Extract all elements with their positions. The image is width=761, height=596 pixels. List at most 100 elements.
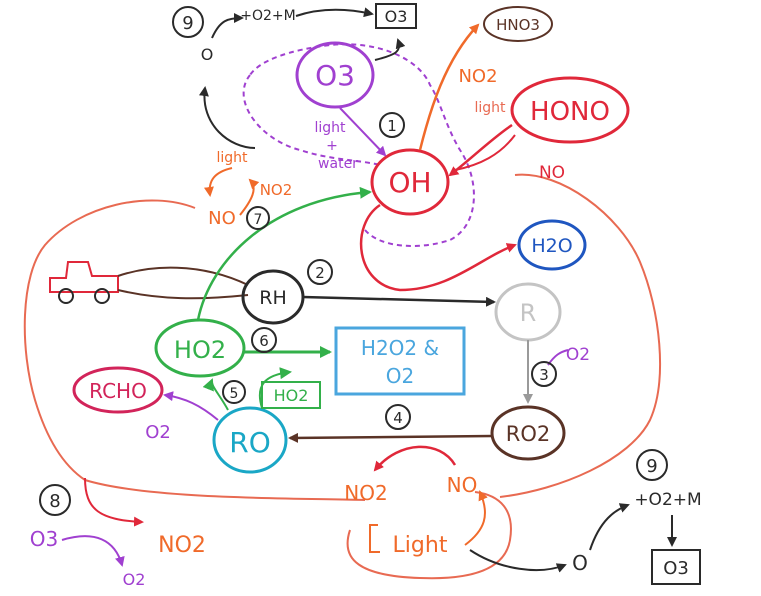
exhaust-line-2 bbox=[117, 289, 249, 300]
label-o2m-bottom: +O2+M bbox=[634, 490, 701, 510]
arrow-ro-to-ho2-small bbox=[258, 367, 292, 409]
label-o2-r: O2 bbox=[566, 345, 590, 365]
h2o2-o2-line1: H2O2 & bbox=[361, 336, 439, 360]
step-5: 5 bbox=[222, 380, 246, 404]
h2o2-o2-line2: O2 bbox=[386, 364, 414, 388]
oh-hono-link bbox=[454, 134, 516, 171]
label-light-hono: light bbox=[474, 100, 506, 116]
arrow-light-to-no bbox=[464, 490, 488, 546]
step-7: 7 bbox=[246, 206, 270, 230]
arrow-rh-to-r bbox=[302, 295, 496, 307]
arrow-o2m-to-o3-top bbox=[295, 7, 374, 18]
arrow-no-to-o-top bbox=[198, 86, 256, 149]
rcho-node bbox=[72, 366, 164, 414]
hno3-node bbox=[483, 6, 553, 42]
label-o3-left: O3 bbox=[30, 527, 58, 551]
arrow-o3-to-oh bbox=[339, 107, 387, 157]
svg-text:9: 9 bbox=[182, 13, 193, 34]
arrow-to-no2-left bbox=[84, 477, 144, 527]
svg-text:1: 1 bbox=[387, 117, 397, 135]
o3-box-bottom bbox=[651, 549, 701, 585]
label-o-top: O bbox=[201, 45, 214, 64]
step-9-bottom: 9 bbox=[636, 449, 668, 481]
outer-cycle-boundary bbox=[23, 173, 662, 501]
arrow-no-to-no2-left bbox=[239, 178, 260, 216]
label-o2m-top: +O2+M bbox=[240, 8, 295, 24]
o3-box-bottom-label: O3 bbox=[663, 558, 689, 579]
exhaust-line bbox=[117, 266, 249, 286]
arrow-o-to-o2m-top bbox=[211, 13, 244, 39]
arrow-ro-to-ho2 bbox=[202, 378, 229, 411]
arrow-ho2-to-oh bbox=[196, 186, 372, 321]
svg-text:9: 9 bbox=[646, 456, 657, 477]
label-no-bottom: NO bbox=[447, 473, 478, 497]
step-1: 1 bbox=[379, 112, 405, 138]
label-o-bottom: O bbox=[572, 551, 588, 575]
label-no-left: NO bbox=[208, 208, 236, 229]
svg-text:7: 7 bbox=[254, 212, 263, 228]
svg-text:4: 4 bbox=[393, 409, 403, 427]
oh-node bbox=[370, 148, 450, 216]
o3-box-top bbox=[375, 3, 417, 29]
hono-node bbox=[510, 76, 630, 144]
label-no2-left-bottom: NO2 bbox=[158, 533, 206, 558]
step-8: 8 bbox=[39, 484, 71, 516]
rcho-node-label: RCHO bbox=[89, 379, 147, 403]
bottom-loop bbox=[346, 491, 512, 580]
oh-node-label: OH bbox=[388, 166, 431, 199]
label-light-water-2: + bbox=[326, 138, 338, 154]
svg-text:8: 8 bbox=[49, 491, 60, 512]
o3-node-label: O3 bbox=[315, 59, 355, 92]
arrow-o3-loop bbox=[374, 38, 406, 61]
label-no-hono: NO bbox=[539, 163, 565, 183]
arrow-ro-to-rcho bbox=[163, 391, 219, 421]
ro-node-label: RO bbox=[229, 426, 271, 459]
step-9-top: 9 bbox=[172, 6, 204, 38]
step-3: 3 bbox=[531, 361, 557, 387]
r-node-label: R bbox=[520, 299, 537, 327]
step-2: 2 bbox=[307, 259, 333, 285]
arrow-o-to-o2m bbox=[589, 503, 630, 551]
h2o-node-label: H2O bbox=[531, 235, 572, 257]
step-6: 6 bbox=[251, 327, 277, 353]
label-light-left: light bbox=[216, 150, 248, 166]
arrow-light-to-no-left bbox=[203, 167, 233, 197]
step-4: 4 bbox=[385, 404, 411, 430]
arrow-oh-to-hno3 bbox=[418, 23, 480, 151]
hno3-node-label: HNO3 bbox=[496, 16, 540, 34]
label-no2-hno3: NO2 bbox=[458, 66, 497, 87]
ho2-node-label: HO2 bbox=[174, 336, 226, 364]
label-light-water-3: water bbox=[318, 156, 358, 172]
light-bracket bbox=[369, 524, 380, 553]
ho2-node bbox=[154, 318, 246, 378]
ro2-node-label: RO2 bbox=[506, 422, 550, 446]
svg-text:2: 2 bbox=[315, 264, 325, 282]
ho2-small-box bbox=[261, 381, 321, 409]
o3-box-top-label: O3 bbox=[385, 7, 408, 26]
label-light-water-1: light bbox=[314, 120, 346, 136]
arrow-oh-to-h2o bbox=[359, 203, 517, 292]
arrow-o3-to-o2-left bbox=[61, 535, 125, 567]
label-o2-rcho: O2 bbox=[145, 422, 171, 443]
svg-text:3: 3 bbox=[539, 366, 549, 384]
svg-text:6: 6 bbox=[259, 332, 269, 350]
arrow-no-to-no2 bbox=[373, 445, 457, 472]
ro2-node bbox=[490, 405, 566, 461]
ho2-small-label: HO2 bbox=[274, 386, 309, 405]
rh-node-label: RH bbox=[259, 287, 287, 309]
label-no2-left: NO2 bbox=[260, 181, 293, 199]
arrow-ro2-to-ro bbox=[288, 432, 493, 443]
car-icon bbox=[49, 261, 119, 304]
label-no2-bottom: NO2 bbox=[344, 481, 387, 505]
label-light-bottom: Light bbox=[393, 533, 448, 558]
arrow-light-to-o bbox=[469, 549, 567, 573]
ro-node bbox=[212, 406, 288, 474]
o3-node bbox=[295, 41, 375, 109]
svg-text:5: 5 bbox=[230, 386, 239, 402]
h2o2-o2-box bbox=[334, 326, 466, 396]
oh-region-dotted bbox=[242, 43, 475, 247]
h2o-node bbox=[517, 219, 587, 271]
label-o2-left-bottom: O2 bbox=[123, 570, 146, 589]
hono-node-label: HONO bbox=[530, 97, 610, 127]
